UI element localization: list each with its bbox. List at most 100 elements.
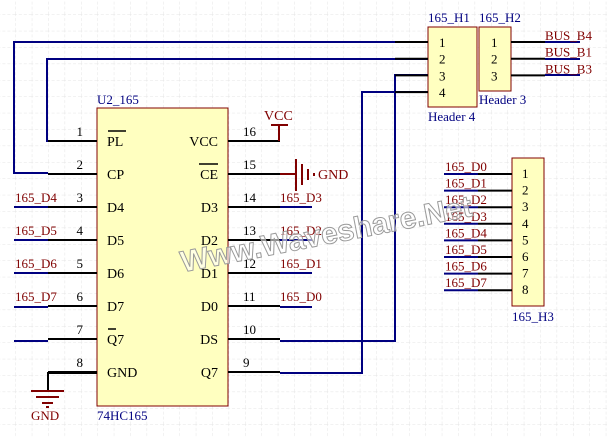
h2-pin-1[interactable]: 1 BUS_B4 [491, 28, 592, 50]
h2-body [478, 26, 512, 92]
pin-number: 11 [243, 289, 256, 304]
gnd-ce-label: GND [318, 168, 348, 183]
net-label: 165_D4 [15, 190, 57, 205]
pin-name: D2 [201, 234, 218, 249]
h3-pin-6[interactable]: 6 165_D5 [444, 242, 529, 264]
pin-name: Q7 [201, 366, 218, 381]
pin-number: 6 [522, 249, 529, 264]
pin-name: CP [107, 168, 124, 183]
net-label: 165_D4 [445, 225, 487, 240]
pin-number: 3 [522, 199, 529, 214]
pin-number: 7 [77, 322, 84, 337]
u2-pin-2[interactable]: 2CP [48, 157, 124, 183]
h1-pin-3[interactable]: 3 [395, 68, 446, 83]
pin-number: 1 [439, 35, 446, 50]
pin-number: 1 [491, 35, 498, 50]
pin-number: 4 [522, 216, 529, 231]
net-label: 165_D5 [445, 242, 487, 257]
pin-number: 10 [243, 322, 256, 337]
h3-designator: 165_H3 [512, 309, 554, 324]
pin-number: 2 [77, 157, 84, 172]
u2-component[interactable]: U2_165 74HC165 1PL2CP3D4165_D44D5165_D55… [15, 92, 322, 423]
gnd-pin8-port [31, 372, 97, 408]
pin-name: VCC [189, 135, 218, 150]
h3-pin-1[interactable]: 1 165_D0 [444, 159, 529, 181]
pin-number: 4 [439, 85, 446, 100]
net-label: BUS_B4 [545, 28, 592, 43]
pin-number: 13 [243, 223, 256, 238]
pin-number: 7 [522, 266, 529, 281]
u2-pin-1[interactable]: 1PL [48, 124, 126, 150]
pin-number: 12 [243, 256, 256, 271]
u2-pin-7[interactable]: 7Q7 [48, 322, 124, 348]
pin-number: 1 [77, 124, 84, 139]
net-label: 165_D2 [280, 223, 322, 238]
pin-number: 1 [522, 166, 529, 181]
h1-designator: 165_H1 [428, 10, 470, 25]
pin-name: D1 [201, 267, 218, 282]
net-label: 165_D0 [445, 159, 487, 174]
pin-number: 6 [77, 289, 84, 304]
net-label: 165_D6 [15, 256, 57, 271]
h1-pin-4[interactable]: 4 [395, 85, 446, 100]
pin-number: 15 [243, 157, 256, 172]
h1-pin-1[interactable]: 1 [395, 35, 446, 50]
wire-crossing [361, 340, 363, 342]
pin-name: D3 [201, 201, 218, 216]
pin-number: 2 [491, 52, 498, 67]
u2-pin-9[interactable]: 9Q7 [201, 355, 280, 381]
u2-pin-3[interactable]: 3D4 165_D4 [15, 190, 124, 216]
pin-name: CE [200, 168, 218, 183]
pin-number: 9 [243, 355, 250, 370]
h3-pin-4[interactable]: 4 165_D3 [444, 209, 529, 231]
pin-number: 16 [243, 124, 257, 139]
vcc-power-port [271, 124, 288, 141]
h3-pin-5[interactable]: 5 165_D4 [444, 225, 529, 247]
net-label: 165_D5 [15, 223, 57, 238]
pin-number: 3 [439, 68, 446, 83]
h3-body [511, 157, 545, 307]
pin-name: D4 [107, 201, 124, 216]
u2-part: 74HC165 [97, 408, 148, 423]
pin-number: 5 [522, 232, 529, 247]
pin-name: Q7 [107, 333, 124, 348]
pin-name: DS [200, 333, 218, 348]
net-label: 165_D6 [445, 259, 487, 274]
net-label: 165_D1 [280, 256, 322, 271]
net-label: 165_D3 [280, 190, 322, 205]
pin-number: 3 [77, 190, 84, 205]
vcc-label: VCC [264, 109, 293, 124]
pin-name: D6 [107, 267, 124, 282]
pin-name: D7 [107, 300, 124, 315]
u2-body [96, 107, 229, 407]
pin-number: 4 [77, 223, 84, 238]
h3-pin-7[interactable]: 7 165_D6 [444, 259, 529, 281]
pin-number: 2 [522, 183, 529, 198]
wire-cp-to-h1-1 [13, 41, 428, 174]
net-label: 165_D0 [280, 289, 322, 304]
gnd-ce-port [280, 159, 315, 191]
pin-number: 3 [491, 68, 498, 83]
wire-pl-to-h1-2 [46, 58, 428, 142]
net-label: 165_D3 [445, 209, 487, 224]
h1-pin-2[interactable]: 2 [395, 52, 446, 67]
